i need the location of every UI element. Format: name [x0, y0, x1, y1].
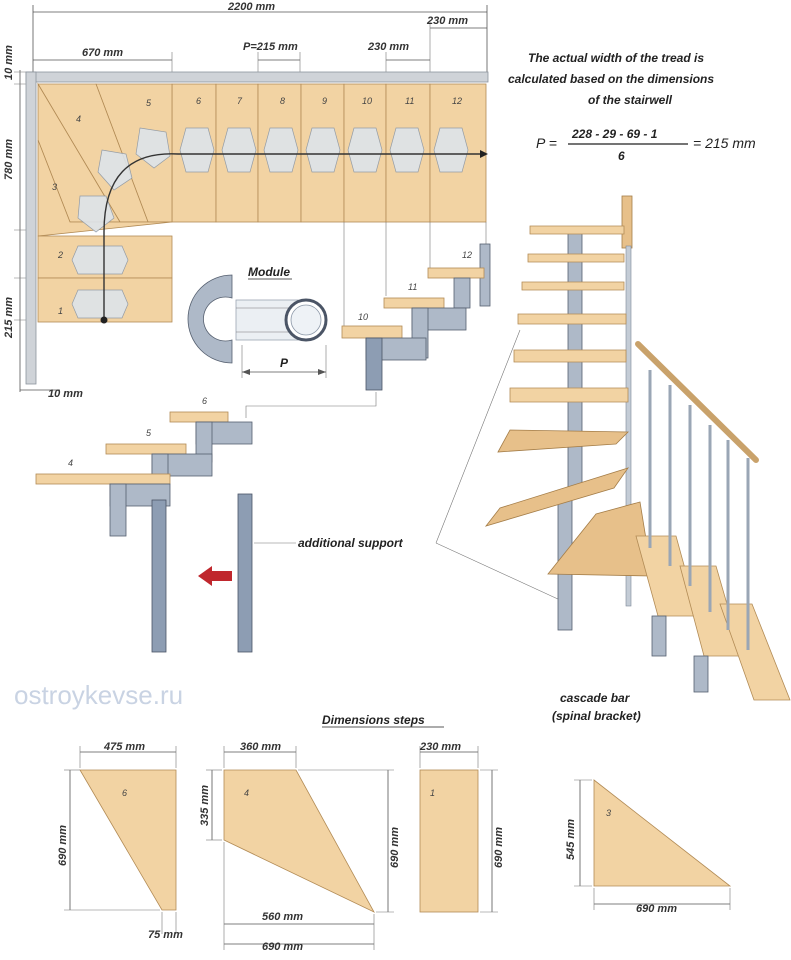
dim-tread-230: 230 mm — [367, 41, 409, 53]
step-4-bottom-dim: 560 mm — [262, 911, 303, 923]
plan-step-8: 8 — [280, 96, 285, 106]
additional-support-pole — [237, 493, 253, 653]
formula-numerator: 228 - 29 - 69 - 1 — [571, 127, 658, 141]
staircase-3d — [435, 195, 791, 701]
plan-step-2: 2 — [57, 250, 63, 260]
dim-left-span: 670 mm — [82, 47, 123, 59]
step-4-left-dim: 335 mm — [199, 785, 211, 826]
plan-view — [25, 71, 489, 385]
formula-result: = 215 mm — [693, 135, 756, 151]
formula-denominator: 6 — [618, 149, 625, 163]
module-illustration — [187, 274, 328, 378]
module-title: Module — [248, 265, 290, 279]
step-6-bottom-dim: 75 mm — [148, 929, 183, 941]
step-4-top-dim: 360 mm — [240, 741, 281, 753]
note-line-3: of the stairwell — [588, 93, 673, 107]
formula-lhs: P = — [536, 135, 557, 151]
plan-step-1: 1 — [58, 306, 63, 316]
additional-support-label: additional support — [298, 536, 404, 550]
dim-total-length: 2200 mm — [227, 1, 275, 13]
top-dimension-lines — [32, 5, 488, 80]
detail-steps-10-12 — [341, 222, 491, 391]
plan-step-10: 10 — [362, 96, 372, 106]
step-3-height-dim: 545 mm — [565, 819, 577, 860]
step-6-height-dim: 690 mm — [57, 825, 69, 866]
plan-step-5: 5 — [146, 98, 152, 108]
step-4-total-dim: 690 mm — [262, 941, 303, 953]
note-line-1: The actual width of the tread is — [528, 51, 704, 65]
side-step-6: 6 — [202, 396, 207, 406]
dim-side-215: 215 mm — [3, 297, 15, 339]
plan-step-7: 7 — [237, 96, 243, 106]
plan-step-9: 9 — [322, 96, 327, 106]
detail-step-10: 10 — [358, 312, 368, 322]
dim-side-780: 780 mm — [3, 139, 15, 180]
dim-left-top-offset: 10 mm — [3, 45, 15, 80]
step-4-height-dim: 690 mm — [389, 827, 401, 868]
cascade-bar-label: cascade bar — [560, 691, 631, 705]
step-6-shape — [64, 746, 177, 934]
plan-step-6: 6 — [196, 96, 201, 106]
side-step-5: 5 — [146, 428, 152, 438]
step-6-top-dim: 475 mm — [103, 741, 145, 753]
step-1-height-dim: 690 mm — [493, 827, 505, 868]
plan-step-12: 12 — [452, 96, 462, 106]
side-view-steps-4-6 — [35, 411, 253, 653]
step-1-shape — [419, 746, 498, 913]
side-step-4: 4 — [68, 458, 73, 468]
left-arrow-icon — [198, 566, 232, 586]
step-3-shape — [574, 779, 732, 910]
dim-pitch: P=215 mm — [243, 41, 298, 53]
note-line-2: calculated based on the dimensions — [508, 72, 714, 86]
dim-bottom-offset: 10 mm — [48, 388, 83, 400]
dim-last-tread: 230 mm — [426, 15, 468, 27]
plan-step-11: 11 — [405, 96, 414, 106]
module-p-label: P — [280, 356, 289, 370]
step-1-top-dim: 230 mm — [419, 741, 461, 753]
step-4-number: 4 — [244, 788, 249, 798]
step-3-bottom-dim: 690 mm — [636, 903, 677, 915]
detail-step-12: 12 — [462, 250, 472, 260]
watermark: ostroykevse.ru — [14, 680, 183, 710]
plan-step-3: 3 — [52, 182, 57, 192]
dimensions-steps-title: Dimensions steps — [322, 713, 425, 727]
step-4-shape — [206, 746, 394, 950]
step-6-number: 6 — [122, 788, 127, 798]
step-3-number: 3 — [606, 808, 611, 818]
step-1-number: 1 — [430, 788, 435, 798]
detail-step-11: 11 — [408, 282, 417, 292]
plan-step-4: 4 — [76, 114, 81, 124]
cascade-bar-sublabel: (spinal bracket) — [552, 709, 641, 723]
leader-line-detail — [245, 392, 377, 418]
